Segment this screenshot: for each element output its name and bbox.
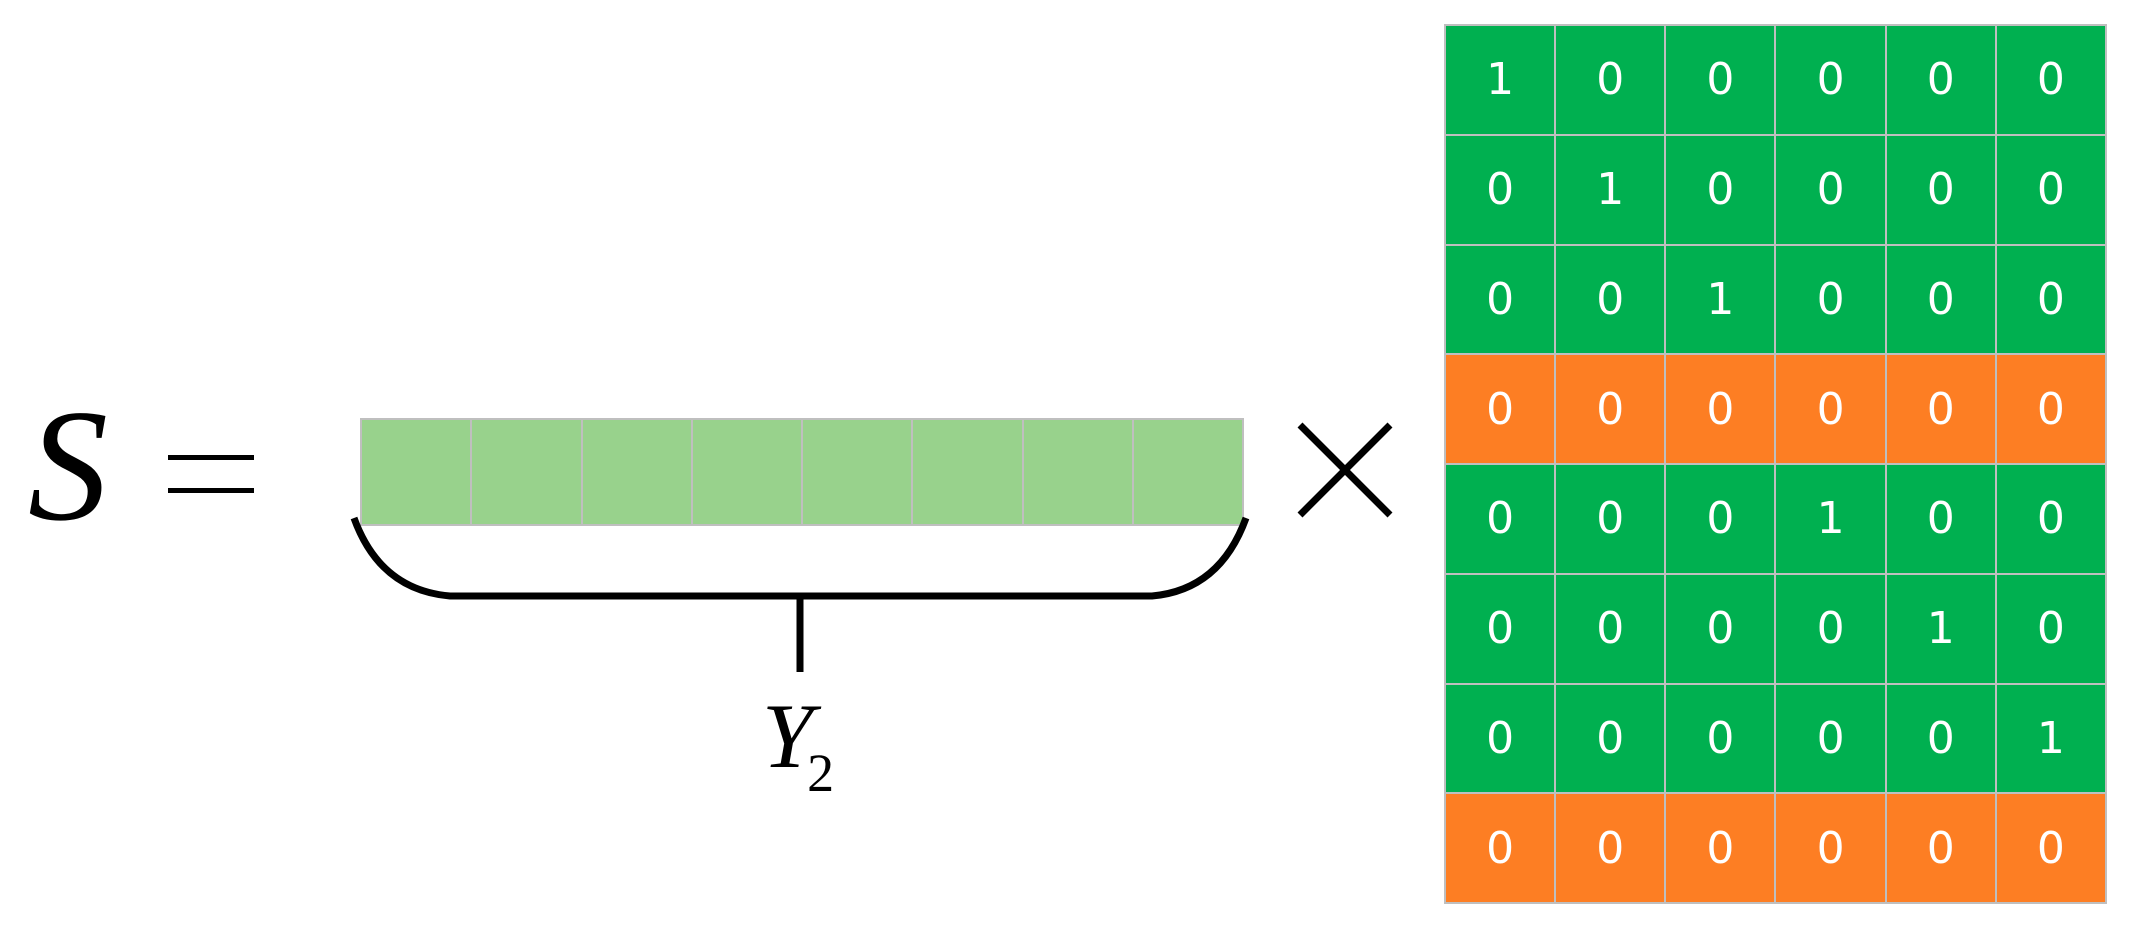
matrix-cell: 0 (1776, 684, 1885, 793)
vector-cell (362, 420, 473, 524)
vector-cell (692, 420, 803, 524)
matrix-cell: 0 (1556, 684, 1665, 793)
lhs-symbol-s: S (28, 376, 108, 554)
matrix-cell: 0 (1996, 135, 2105, 244)
matrix-cell: 0 (1666, 574, 1775, 683)
matrix-cell: 0 (1776, 574, 1885, 683)
matrix-cell: 1 (1556, 135, 1665, 244)
vector-cell (1133, 420, 1242, 524)
matrix-cell: 0 (1886, 245, 1995, 354)
matrix-cell: 0 (1666, 135, 1775, 244)
matrix-cell: 0 (1556, 355, 1665, 463)
brace-label-subscript: 2 (807, 743, 835, 803)
matrix-cell: 1 (1666, 245, 1775, 354)
matrix-cell: 0 (1446, 135, 1555, 244)
matrix-cell: 0 (1556, 794, 1665, 902)
vector-row (360, 418, 1244, 526)
matrix-cell: 0 (1886, 465, 1995, 573)
matrix-cell: 1 (1886, 574, 1995, 683)
vector-cell (1023, 420, 1134, 524)
matrix-cell: 0 (1446, 794, 1555, 902)
underbrace-path (350, 516, 1250, 600)
matrix-cell: 0 (1446, 574, 1555, 683)
matrix-cell: 0 (1996, 245, 2105, 354)
matrix-cell: 0 (1886, 26, 1995, 134)
matrix-cell: 0 (1886, 135, 1995, 244)
vector-cell (582, 420, 693, 524)
matrix-cell: 0 (1776, 26, 1885, 134)
matrix-cell: 0 (1886, 355, 1995, 463)
vector-cell (803, 420, 914, 524)
times-sign (1297, 422, 1393, 518)
matrix-cell: 0 (1556, 26, 1665, 134)
matrix-cell: 1 (1996, 684, 2105, 793)
equals-sign (168, 455, 254, 493)
matrix-cell: 1 (1776, 465, 1885, 573)
matrix-cell: 0 (1446, 245, 1555, 354)
brace-label: Y2 (762, 690, 840, 800)
matrix-cell: 0 (1666, 794, 1775, 902)
matrix-cell: 0 (1776, 355, 1885, 463)
matrix-cell: 0 (1446, 684, 1555, 793)
matrix-cell: 0 (1776, 794, 1885, 902)
matrix-cell: 0 (1996, 26, 2105, 134)
equals-bar-top (168, 455, 254, 460)
matrix-cell: 0 (1666, 684, 1775, 793)
equals-bar-bottom (168, 488, 254, 493)
matrix-cell: 0 (1446, 355, 1555, 463)
matrix-cell: 0 (1886, 794, 1995, 902)
matrix-cell: 0 (1556, 465, 1665, 573)
matrix-cell: 0 (1666, 465, 1775, 573)
matrix-cell: 0 (1996, 794, 2105, 902)
matrix-cell: 0 (1996, 574, 2105, 683)
matrix-cell: 0 (1996, 355, 2105, 463)
matrix-cell: 0 (1556, 574, 1665, 683)
matrix-cell: 0 (1776, 245, 1885, 354)
matrix-cell: 0 (1666, 355, 1775, 463)
matrix-cell: 0 (1556, 245, 1665, 354)
vector-cell (472, 420, 583, 524)
vector-cell (913, 420, 1024, 524)
matrix-cell: 0 (1776, 135, 1885, 244)
matrix-cell: 0 (1996, 465, 2105, 573)
matrix-cell: 0 (1666, 26, 1775, 134)
matrix-cell: 0 (1446, 465, 1555, 573)
underbrace (350, 516, 1250, 672)
brace-label-main: Y (762, 685, 814, 787)
matrix-cell: 1 (1446, 26, 1555, 134)
matrix-cell: 0 (1886, 684, 1995, 793)
